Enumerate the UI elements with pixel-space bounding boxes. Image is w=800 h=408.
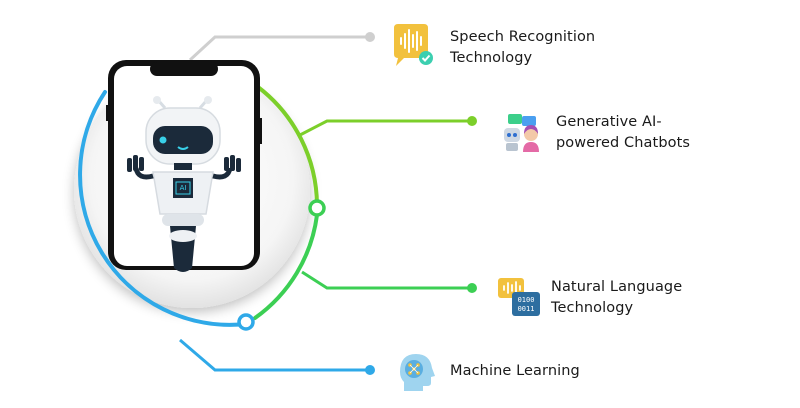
feature-label-chatbots: Generative AI- powered Chatbots [556, 114, 691, 151]
arc-ring-blue [237, 313, 255, 331]
brain-head-icon [400, 354, 435, 391]
feature-label-ml: Machine Learning [450, 363, 580, 379]
ml-dot [365, 365, 375, 375]
svg-text:0100: 0100 [518, 296, 535, 304]
chatbots-connector [299, 119, 470, 137]
nlt-connector [301, 270, 470, 290]
green-arc [253, 213, 319, 320]
speech-dot [365, 32, 375, 42]
ml-connector [179, 338, 368, 372]
lime-arc [256, 85, 319, 207]
robot-and-person-chat-icon [504, 114, 539, 152]
nlt-dot [467, 283, 477, 293]
feature-label-speech: Speech Recognition Technology [450, 29, 596, 66]
feature-label-nlt: Natural Language Technology [551, 279, 683, 316]
blue-arc [78, 90, 248, 327]
robot-chip-text: AI [179, 184, 187, 192]
arc-ring-green [308, 199, 326, 217]
svg-text:0011: 0011 [518, 305, 535, 313]
chatbots-dot [467, 116, 477, 126]
language-binary-icon: 0100 0011 [498, 278, 540, 316]
speech-waveform-chat-icon [394, 24, 433, 66]
ai-robot-icon [127, 96, 241, 272]
speech-connector [188, 35, 368, 62]
